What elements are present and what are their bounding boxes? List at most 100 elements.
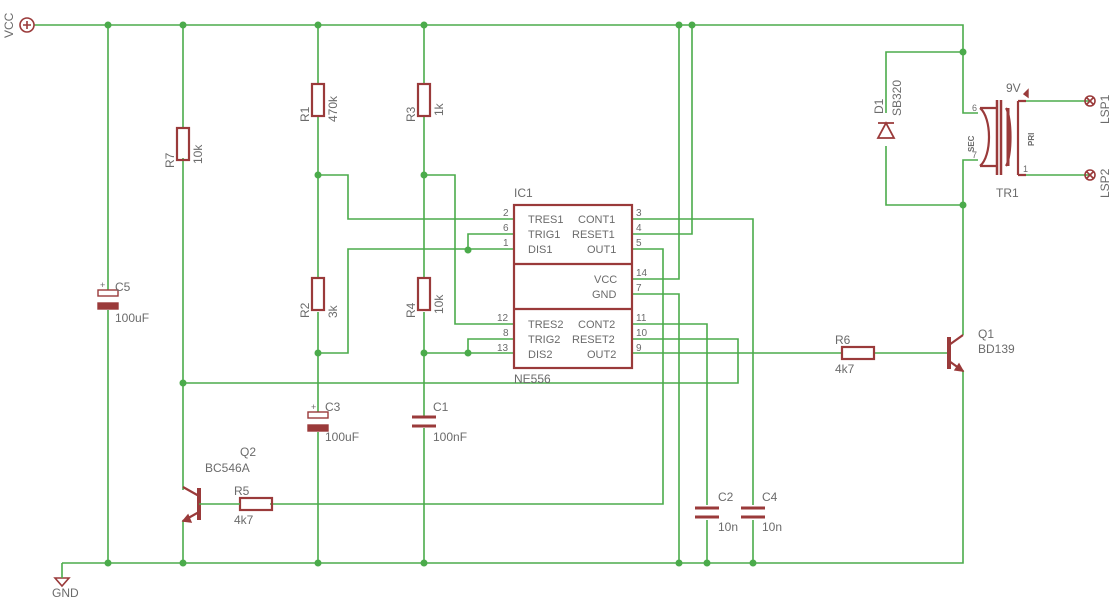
ic-pin-label: TRIG2 (528, 334, 560, 346)
c3-value: 100uF (325, 430, 359, 444)
capacitor-c3: + C3 100uF (307, 400, 359, 444)
speaker-lsp1: LSP1 (1084, 94, 1112, 124)
junction-dot (314, 559, 322, 567)
ic-pin-number: 7 (636, 283, 642, 294)
tres1-wire (318, 174, 514, 220)
tr1-pin7: 7 (972, 150, 977, 160)
diode-d1: D1 SB320 (872, 80, 904, 139)
capacitor-c2: C2 10n (695, 490, 738, 534)
r5-name: R5 (234, 484, 250, 498)
q2-value: BC546A (205, 461, 250, 475)
junction-dot (420, 349, 428, 357)
vcc-rail (34, 24, 964, 52)
c2-name: C2 (718, 490, 734, 504)
r4-name: R4 (404, 302, 418, 318)
junction-dot (314, 171, 322, 179)
r6-value: 4k7 (835, 362, 855, 376)
r6-name: R6 (835, 333, 851, 347)
ic-pin-label: GND (592, 289, 617, 301)
resistor-r6: R6 4k7 (835, 333, 876, 376)
ic-pin-label: OUT1 (587, 244, 616, 256)
tr1-name: TR1 (996, 186, 1019, 200)
c5-plus: + (100, 280, 105, 290)
d1-name: D1 (872, 98, 886, 114)
transistor-q2: Q2 BC546A (181, 445, 256, 523)
capacitor-c5: + C5 100uF (97, 280, 149, 325)
ic-pin-label: CONT2 (578, 319, 615, 331)
c5-name: C5 (115, 280, 131, 294)
ic-pin-number: 1 (503, 238, 509, 249)
q2-name: Q2 (240, 445, 256, 459)
ic-pin-number: 5 (636, 238, 642, 249)
ic-pin-number: 6 (503, 223, 509, 234)
tr1-pin6: 6 (972, 103, 977, 113)
reset1-wire (632, 25, 693, 235)
ic-pin-label: TRIG1 (528, 229, 560, 241)
r3-name: R3 (404, 106, 418, 122)
ic-pin-label: RESET2 (572, 334, 615, 346)
junction-dot (675, 21, 683, 29)
c4-value: 10n (762, 520, 782, 534)
junction-dot (959, 201, 967, 209)
r2-value: 3k (326, 304, 340, 318)
junction-dot (420, 559, 428, 567)
ic-pin-label: VCC (594, 274, 617, 286)
junction-dot (688, 21, 696, 29)
c1-name: C1 (433, 400, 449, 414)
speaker-lsp2: LSP2 (1084, 168, 1112, 198)
wires (34, 24, 1090, 564)
ic-pin-number: 4 (636, 223, 642, 234)
c2-value: 10n (718, 520, 738, 534)
out1-wire (270, 248, 664, 505)
junction-dot (703, 559, 711, 567)
cont1-wire (632, 218, 754, 563)
ic-pin-number: 12 (497, 313, 509, 324)
tr1-phase-dot (1022, 88, 1029, 99)
r7-name: R7 (163, 152, 177, 168)
tr1-value: 9V (1006, 81, 1021, 95)
ic-pin-number: 10 (636, 328, 648, 339)
ic-pin-number: 2 (503, 208, 509, 219)
ic-pin-number: 9 (636, 343, 642, 354)
junction-dot (179, 559, 187, 567)
resistor-r2: R2 3k (298, 276, 340, 318)
ic-pin-number: 11 (636, 313, 647, 324)
r3-value: 1k (432, 102, 446, 116)
gnd-rail (62, 370, 964, 564)
capacitor-c4: C4 10n (741, 490, 782, 534)
cont2-wire (632, 323, 708, 563)
transistor-q1: Q1 BD139 (947, 327, 1015, 372)
junction-dot (749, 559, 757, 567)
q1-value: BD139 (978, 342, 1015, 356)
d1-value: SB320 (890, 80, 904, 116)
ic-pin-number: 14 (636, 268, 648, 279)
junction-dot (464, 349, 472, 357)
junction-dot (179, 21, 187, 29)
trig1-wire (467, 233, 514, 250)
junction-dot (464, 246, 472, 254)
tr1-sec-label: SEC (967, 135, 976, 152)
c4-name: C4 (762, 490, 778, 504)
resistor-r1: R1 470k (298, 82, 340, 122)
ic1-value: NE556 (514, 372, 551, 386)
lsp1-label: LSP1 (1098, 94, 1112, 124)
junction-dot (314, 21, 322, 29)
tr1-pri-label: PRI (1027, 133, 1036, 146)
tr1-pin1: 1 (1023, 164, 1028, 174)
junction-dot (420, 21, 428, 29)
ic1-name: IC1 (514, 186, 533, 200)
transformer-loop-wire (885, 51, 978, 206)
c3-plus: + (311, 402, 316, 412)
dis1-wire (318, 248, 514, 354)
junction-dot (179, 379, 187, 387)
resistor-r5: R5 4k7 (234, 484, 274, 527)
lsp2-label: LSP2 (1098, 168, 1112, 198)
gnd-label: GND (52, 586, 79, 600)
vcc-symbol: VCC (2, 12, 35, 38)
r2-name: R2 (298, 302, 312, 318)
r4-value: 10k (432, 294, 446, 314)
junction-dot (959, 48, 967, 56)
junction-dot (314, 349, 322, 357)
ic-pin-label: RESET1 (572, 229, 615, 241)
